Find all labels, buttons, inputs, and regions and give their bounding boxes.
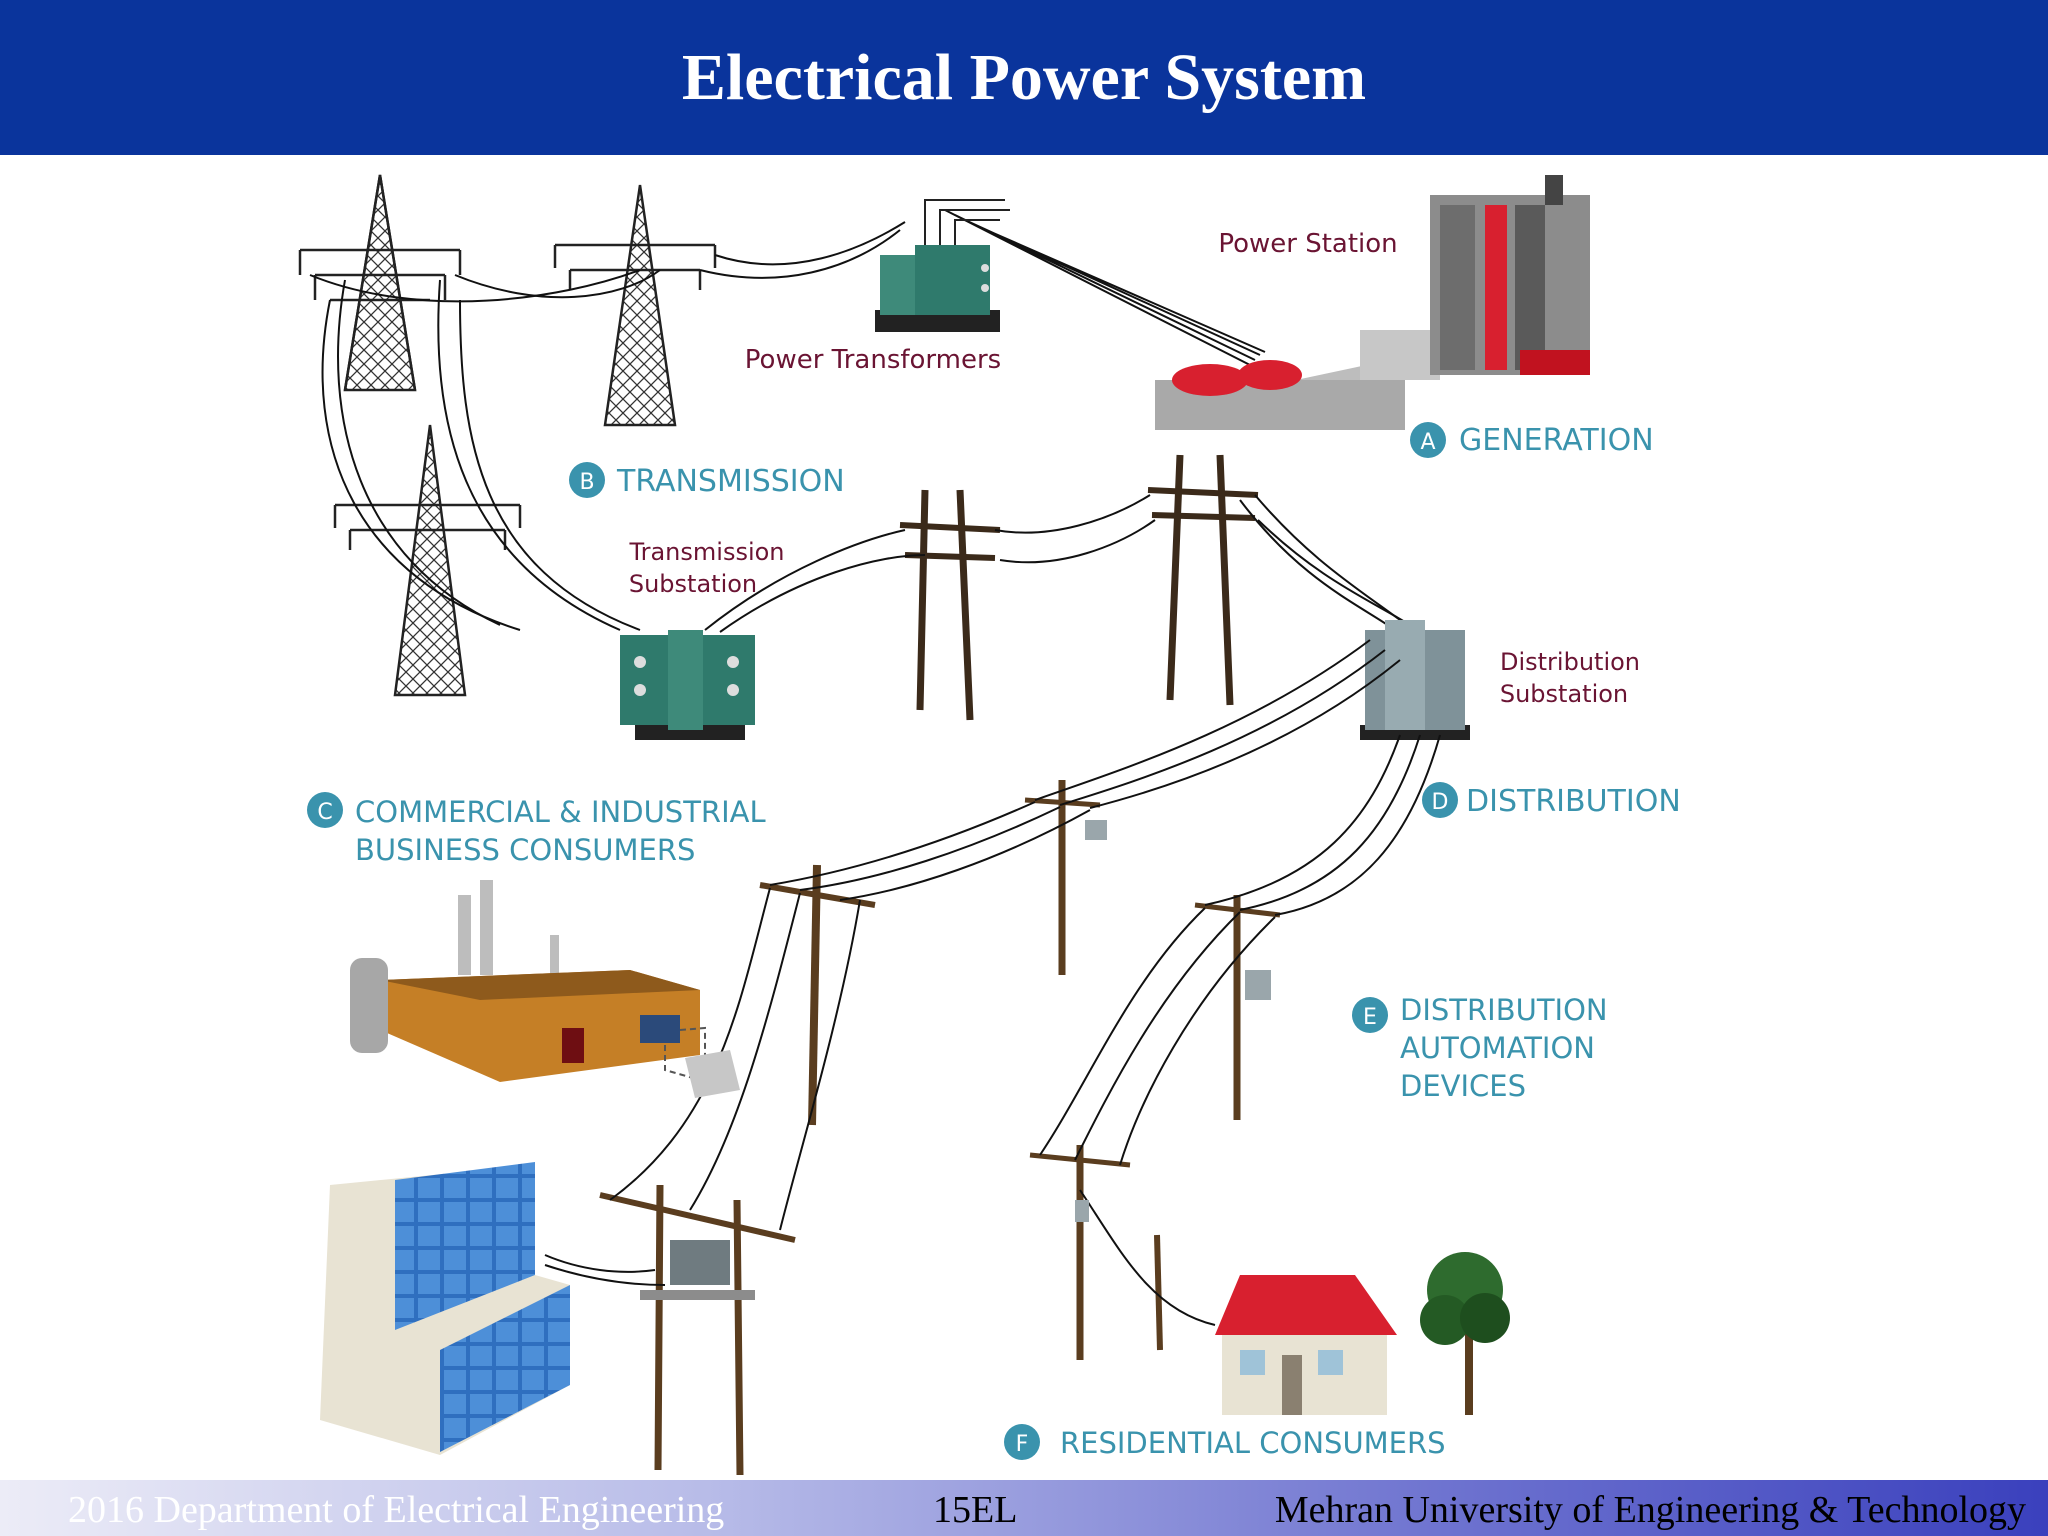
section-commercial-industrial: C COMMERCIAL & INDUSTRIAL BUSINESS CONSU… [307, 792, 766, 867]
badge-a-icon [1410, 422, 1446, 458]
distribution-wires-lower [544, 639, 1441, 1326]
badge-d-icon [1422, 782, 1458, 818]
tree [1420, 1252, 1510, 1415]
power-station [1155, 175, 1590, 430]
distribution-wires-top [704, 494, 1411, 633]
automation-label-1: DISTRIBUTION [1400, 993, 1608, 1027]
distribution-substation-label-1: Distribution [1500, 648, 1640, 676]
power-system-diagram: Power Transformers Power Station A GENER… [298, 174, 1681, 1476]
residential-label: RESIDENTIAL CONSUMERS [1060, 1426, 1446, 1460]
automation-label-3: DEVICES [1400, 1069, 1526, 1103]
section-distribution: D DISTRIBUTION [1422, 782, 1681, 819]
power-transformer [875, 199, 1010, 332]
footer-department: 2016 Department of Electrical Engineerin… [68, 1489, 725, 1531]
transmission-substation-label-1: Transmission [628, 538, 784, 566]
distribution-substation [1360, 620, 1470, 740]
transmission-wires [309, 209, 1266, 631]
power-transformers-label: Power Transformers [745, 345, 1001, 375]
badge-e-letter: E [1363, 1005, 1377, 1030]
badge-c-icon [307, 792, 343, 828]
transmission-tower-2 [553, 184, 717, 427]
footer-university: Mehran University of Engineering & Techn… [1274, 1489, 2026, 1531]
distribution-substation-label-2: Substation [1500, 680, 1628, 708]
badge-b-letter: B [579, 470, 594, 495]
badge-f-letter: F [1016, 1432, 1029, 1457]
footer-course-code: 15EL [933, 1489, 1018, 1531]
slide-title: Electrical Power System [681, 40, 1367, 114]
power-station-label: Power Station [1218, 229, 1397, 259]
utility-poles-top [899, 454, 1259, 721]
residential-house [1215, 1275, 1397, 1415]
title-bar: Electrical Power System [0, 0, 2048, 155]
section-generation: A GENERATION [1410, 422, 1654, 458]
pole-transformers [640, 820, 1271, 1300]
footer-bar: 2016 Department of Electrical Engineerin… [0, 1480, 2048, 1536]
badge-f-icon [1004, 1424, 1040, 1460]
section-distribution-automation: E DISTRIBUTION AUTOMATION DEVICES [1352, 993, 1608, 1103]
distribution-label: DISTRIBUTION [1466, 784, 1681, 819]
badge-e-icon [1352, 997, 1388, 1033]
utility-poles-distribution [599, 780, 1281, 1476]
section-transmission: B TRANSMISSION [569, 462, 845, 499]
factory-building [350, 880, 740, 1098]
office-building [320, 1162, 570, 1455]
badge-c-letter: C [317, 800, 332, 825]
badge-a-letter: A [1420, 430, 1435, 455]
transmission-tower-3 [333, 424, 522, 697]
section-residential: F RESIDENTIAL CONSUMERS [1004, 1424, 1446, 1460]
transmission-label: TRANSMISSION [616, 464, 845, 499]
automation-label-2: AUTOMATION [1400, 1031, 1595, 1065]
badge-d-letter: D [1432, 790, 1449, 815]
generation-label: GENERATION [1459, 423, 1654, 458]
badge-b-icon [569, 462, 605, 498]
commercial-label-1: COMMERCIAL & INDUSTRIAL [355, 795, 766, 829]
commercial-label-2: BUSINESS CONSUMERS [355, 833, 695, 867]
transmission-substation [620, 630, 755, 740]
transmission-tower-1 [298, 174, 462, 392]
transmission-substation-label-2: Substation [629, 570, 757, 598]
